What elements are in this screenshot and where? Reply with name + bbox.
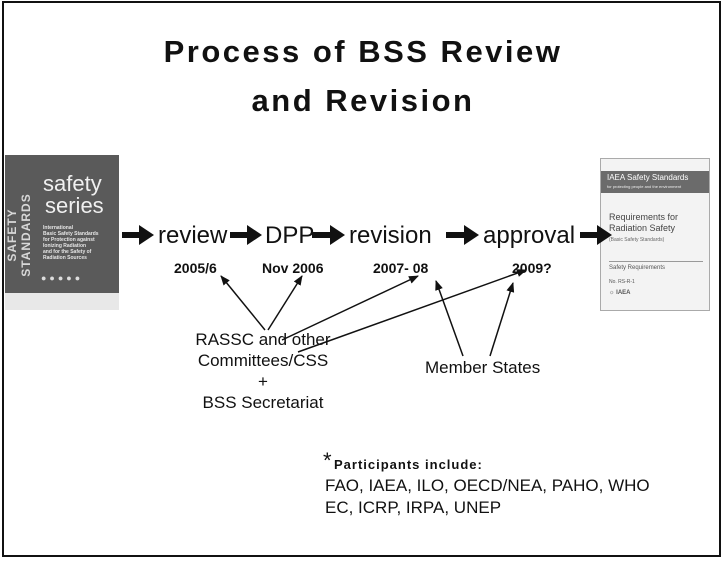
- cover-emblem-row: ●●●●●: [41, 273, 84, 283]
- step-dpp: DPP: [265, 222, 315, 249]
- committees-line: +: [258, 372, 268, 391]
- cover-title-safety: safety: [43, 171, 102, 196]
- flow-arrow: [446, 225, 479, 245]
- pointer-line-committees-revision: [281, 275, 419, 341]
- cover-header: IAEA Safety Standards: [607, 173, 689, 182]
- pointer-line-committees-dpp: [267, 275, 303, 331]
- cover-divider: [609, 261, 703, 262]
- cover-subtitle-line: International: [43, 225, 74, 231]
- safety-series-cover: SAFETY STANDARDS safety series Internati…: [5, 155, 119, 310]
- step-revision: revision: [349, 222, 432, 249]
- cover-title: Requirements for Radiation Safety: [609, 212, 678, 234]
- flow-arrow: [312, 225, 345, 245]
- participants-line2: EC, ICRP, IRPA, UNEP: [325, 498, 502, 517]
- committees-line: RASSC and other: [195, 330, 331, 349]
- cover-subtitle-line: Radiation Sources: [43, 255, 87, 261]
- iaea-emblem-icon: ☼: [609, 290, 615, 296]
- cover-subtitle-line: Ionizing Radiation: [43, 243, 87, 249]
- cover-category: Safety Requirements: [609, 265, 666, 271]
- committees-line: BSS Secretariat: [202, 393, 324, 412]
- slide-title-line1: Process of BSS Review: [163, 34, 563, 69]
- iaea-logo: ☼ IAEA: [609, 290, 631, 296]
- cover-bottom-strip: [5, 293, 119, 310]
- pointer-line-committees-review: [220, 275, 266, 331]
- cover-title-sub: (Basic Safety Standards): [609, 237, 665, 243]
- cover-subtitle-line: Basic Safety Standards: [43, 231, 99, 237]
- cover-header-sub: for protecting people and the environmen…: [607, 184, 682, 189]
- iaea-safety-standards-cover: IAEA Safety Standards for protecting peo…: [600, 158, 710, 311]
- date-approval: 2009?: [512, 260, 552, 276]
- cover-subtitle-line: for Protection against: [43, 237, 95, 243]
- participants-star: *: [323, 448, 332, 473]
- iaea-logo-text: IAEA: [616, 290, 631, 296]
- date-dpp: Nov 2006: [262, 260, 324, 276]
- cover-title-line: Radiation Safety: [609, 223, 676, 233]
- member-states-label: Member States: [425, 358, 541, 377]
- committees-line: Committees/CSS: [197, 351, 329, 370]
- cover-subtitle: International Basic Safety Standards for…: [43, 225, 99, 261]
- pointer-line-members-revision: [435, 280, 464, 357]
- participants-heading: Participants include:: [334, 457, 483, 472]
- cover-header-band: [601, 171, 709, 193]
- cover-subtitle-line: and for the Safety of: [43, 249, 92, 255]
- date-review: 2005/6: [174, 260, 217, 276]
- participants-line1: FAO, IAEA, ILO, OECD/NEA, PAHO, WHO: [325, 476, 650, 495]
- cover-number: No. RS-R-1: [609, 279, 635, 285]
- flow-arrow: [580, 225, 612, 245]
- pointer-line-members-approval: [489, 282, 515, 357]
- flow-arrow: [122, 225, 154, 245]
- pointer-line-committees-approval: [297, 269, 527, 353]
- step-review: review: [158, 222, 228, 249]
- committees-label: RASSC and other Committees/CSS + BSS Sec…: [188, 329, 338, 413]
- cover-title-line: Requirements for: [609, 212, 679, 222]
- cover-title-series: series: [45, 193, 104, 218]
- flow-arrow: [230, 225, 262, 245]
- step-approval: approval: [483, 222, 576, 249]
- slide-title-line2: and Revision: [251, 83, 475, 118]
- date-revision: 2007- 08: [373, 260, 429, 276]
